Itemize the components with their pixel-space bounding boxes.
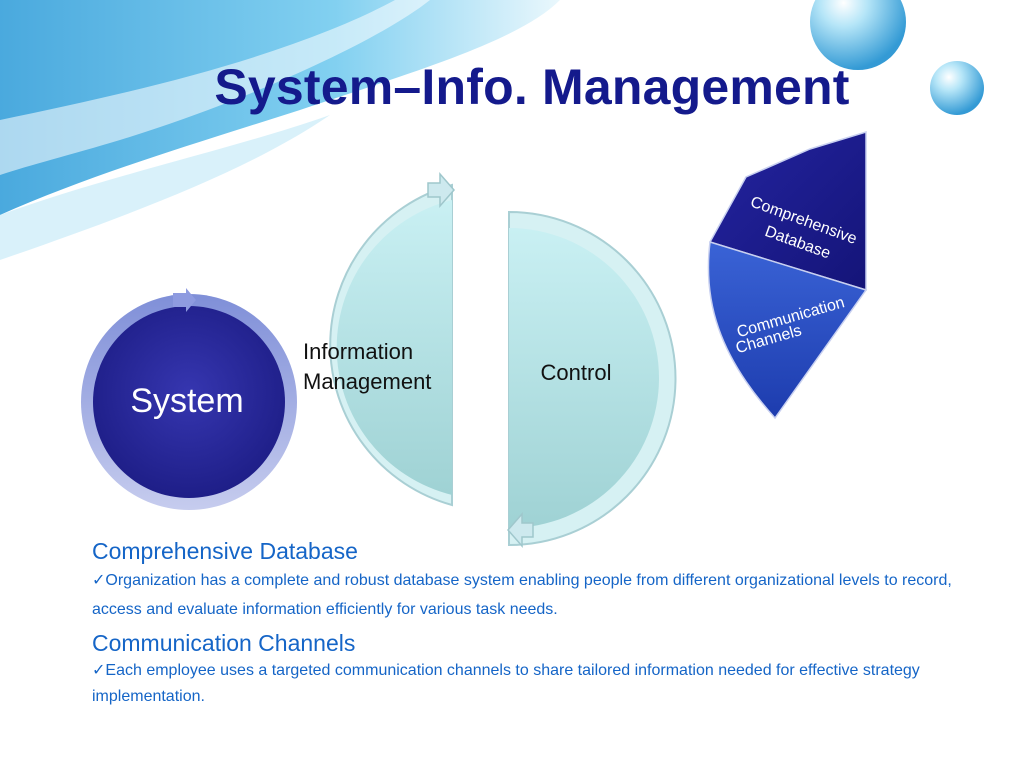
arrow-icon — [427, 172, 455, 208]
segment-comprehensive-database: Comprehensive Database — [708, 130, 867, 292]
system-label: System — [130, 382, 243, 420]
control-half-circle: Control — [507, 210, 677, 548]
section1-text: Organization has a complete and robust d… — [92, 572, 952, 618]
section2-text: Each employee uses a targeted communicat… — [92, 662, 920, 705]
checkmark-icon: ✓ — [92, 662, 106, 679]
info-label-line1: Information — [303, 339, 413, 364]
control-label: Control — [541, 360, 612, 385]
segment-communication-channels: Communication Channels — [707, 241, 868, 420]
droplet-icon — [930, 61, 984, 115]
section1-heading: Comprehensive Database — [92, 538, 358, 564]
droplet-icon — [810, 0, 906, 70]
section2-heading: Communication Channels — [92, 630, 356, 656]
section2-paragraph: ✓Each employee uses a targeted communica… — [92, 658, 992, 710]
slide-title: System–Info. Management — [214, 59, 850, 115]
info-label-line2: Management — [303, 369, 431, 394]
body-text: Comprehensive Database ✓Organization has… — [92, 536, 992, 714]
system-circle: System — [81, 288, 297, 510]
information-management-half-circle: Information Management — [303, 172, 455, 507]
section1-paragraph: ✓Organization has a complete and robust … — [92, 566, 992, 624]
checkmark-icon: ✓ — [92, 572, 106, 589]
arrow-icon — [173, 288, 196, 312]
arrow-icon — [507, 512, 534, 548]
